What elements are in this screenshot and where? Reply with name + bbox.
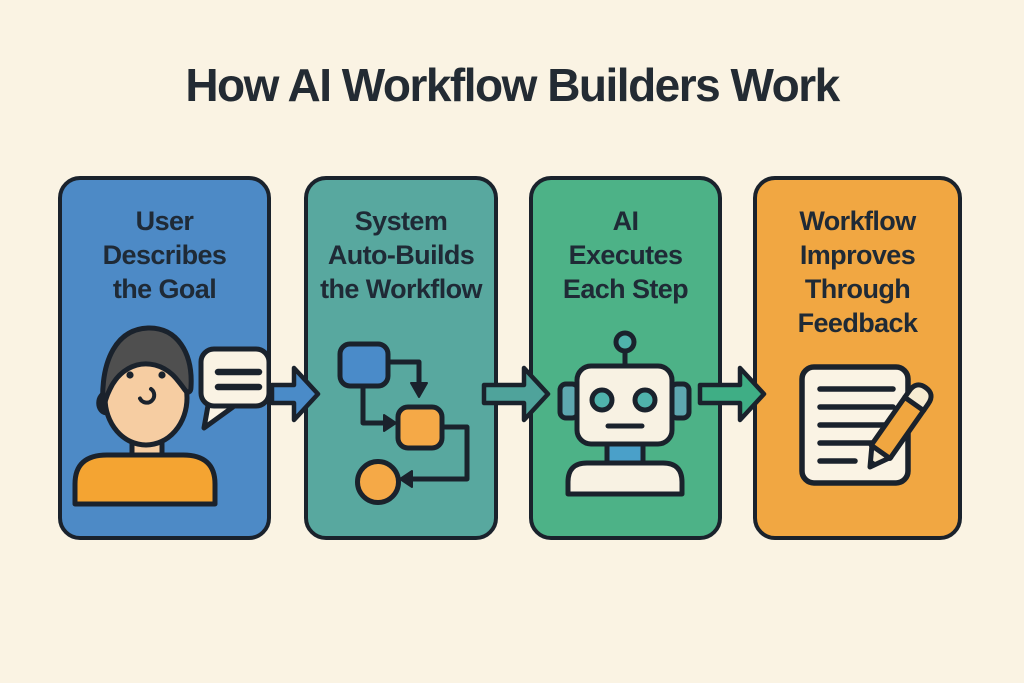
flow-node-orange-circle (354, 458, 401, 505)
robot-body (565, 460, 684, 496)
step-title-user-goal: User Describes the Goal (102, 206, 227, 304)
step-card-ai-executes: AI Executes Each Step (529, 176, 722, 540)
step-title-feedback: Workflow Improves Through Feedback (797, 206, 918, 338)
pencil-icon (867, 381, 934, 469)
step-card-auto-build: System Auto-Builds the Workflow (304, 176, 498, 540)
arrow-step1-to-step2-icon (269, 365, 321, 423)
robot-eye-right (632, 387, 657, 412)
robot-neck (604, 441, 645, 468)
robot-antenna (613, 330, 636, 353)
person-icon (72, 324, 217, 506)
robot-ear-left (557, 381, 580, 420)
step-title-ai-executes: AI Executes Each Step (562, 206, 689, 304)
robot-ear-right (668, 381, 691, 420)
robot-eye-left (589, 387, 614, 412)
step-card-user-goal: User Describes the Goal (58, 176, 271, 540)
document-page (798, 363, 911, 486)
flow-node-orange-square (395, 404, 444, 450)
robot-head (574, 363, 674, 446)
page-title: How AI Workflow Builders Work (185, 59, 840, 111)
flow-node-blue-square (337, 341, 390, 388)
step-card-feedback: Workflow Improves Through Feedback (753, 176, 962, 540)
step-title-auto-build: System Auto-Builds the Workflow (320, 206, 482, 304)
speech-bubble-icon (198, 346, 271, 430)
arrow-step3-to-step4-icon (697, 365, 767, 423)
arrow-step2-to-step3-icon (481, 365, 551, 423)
